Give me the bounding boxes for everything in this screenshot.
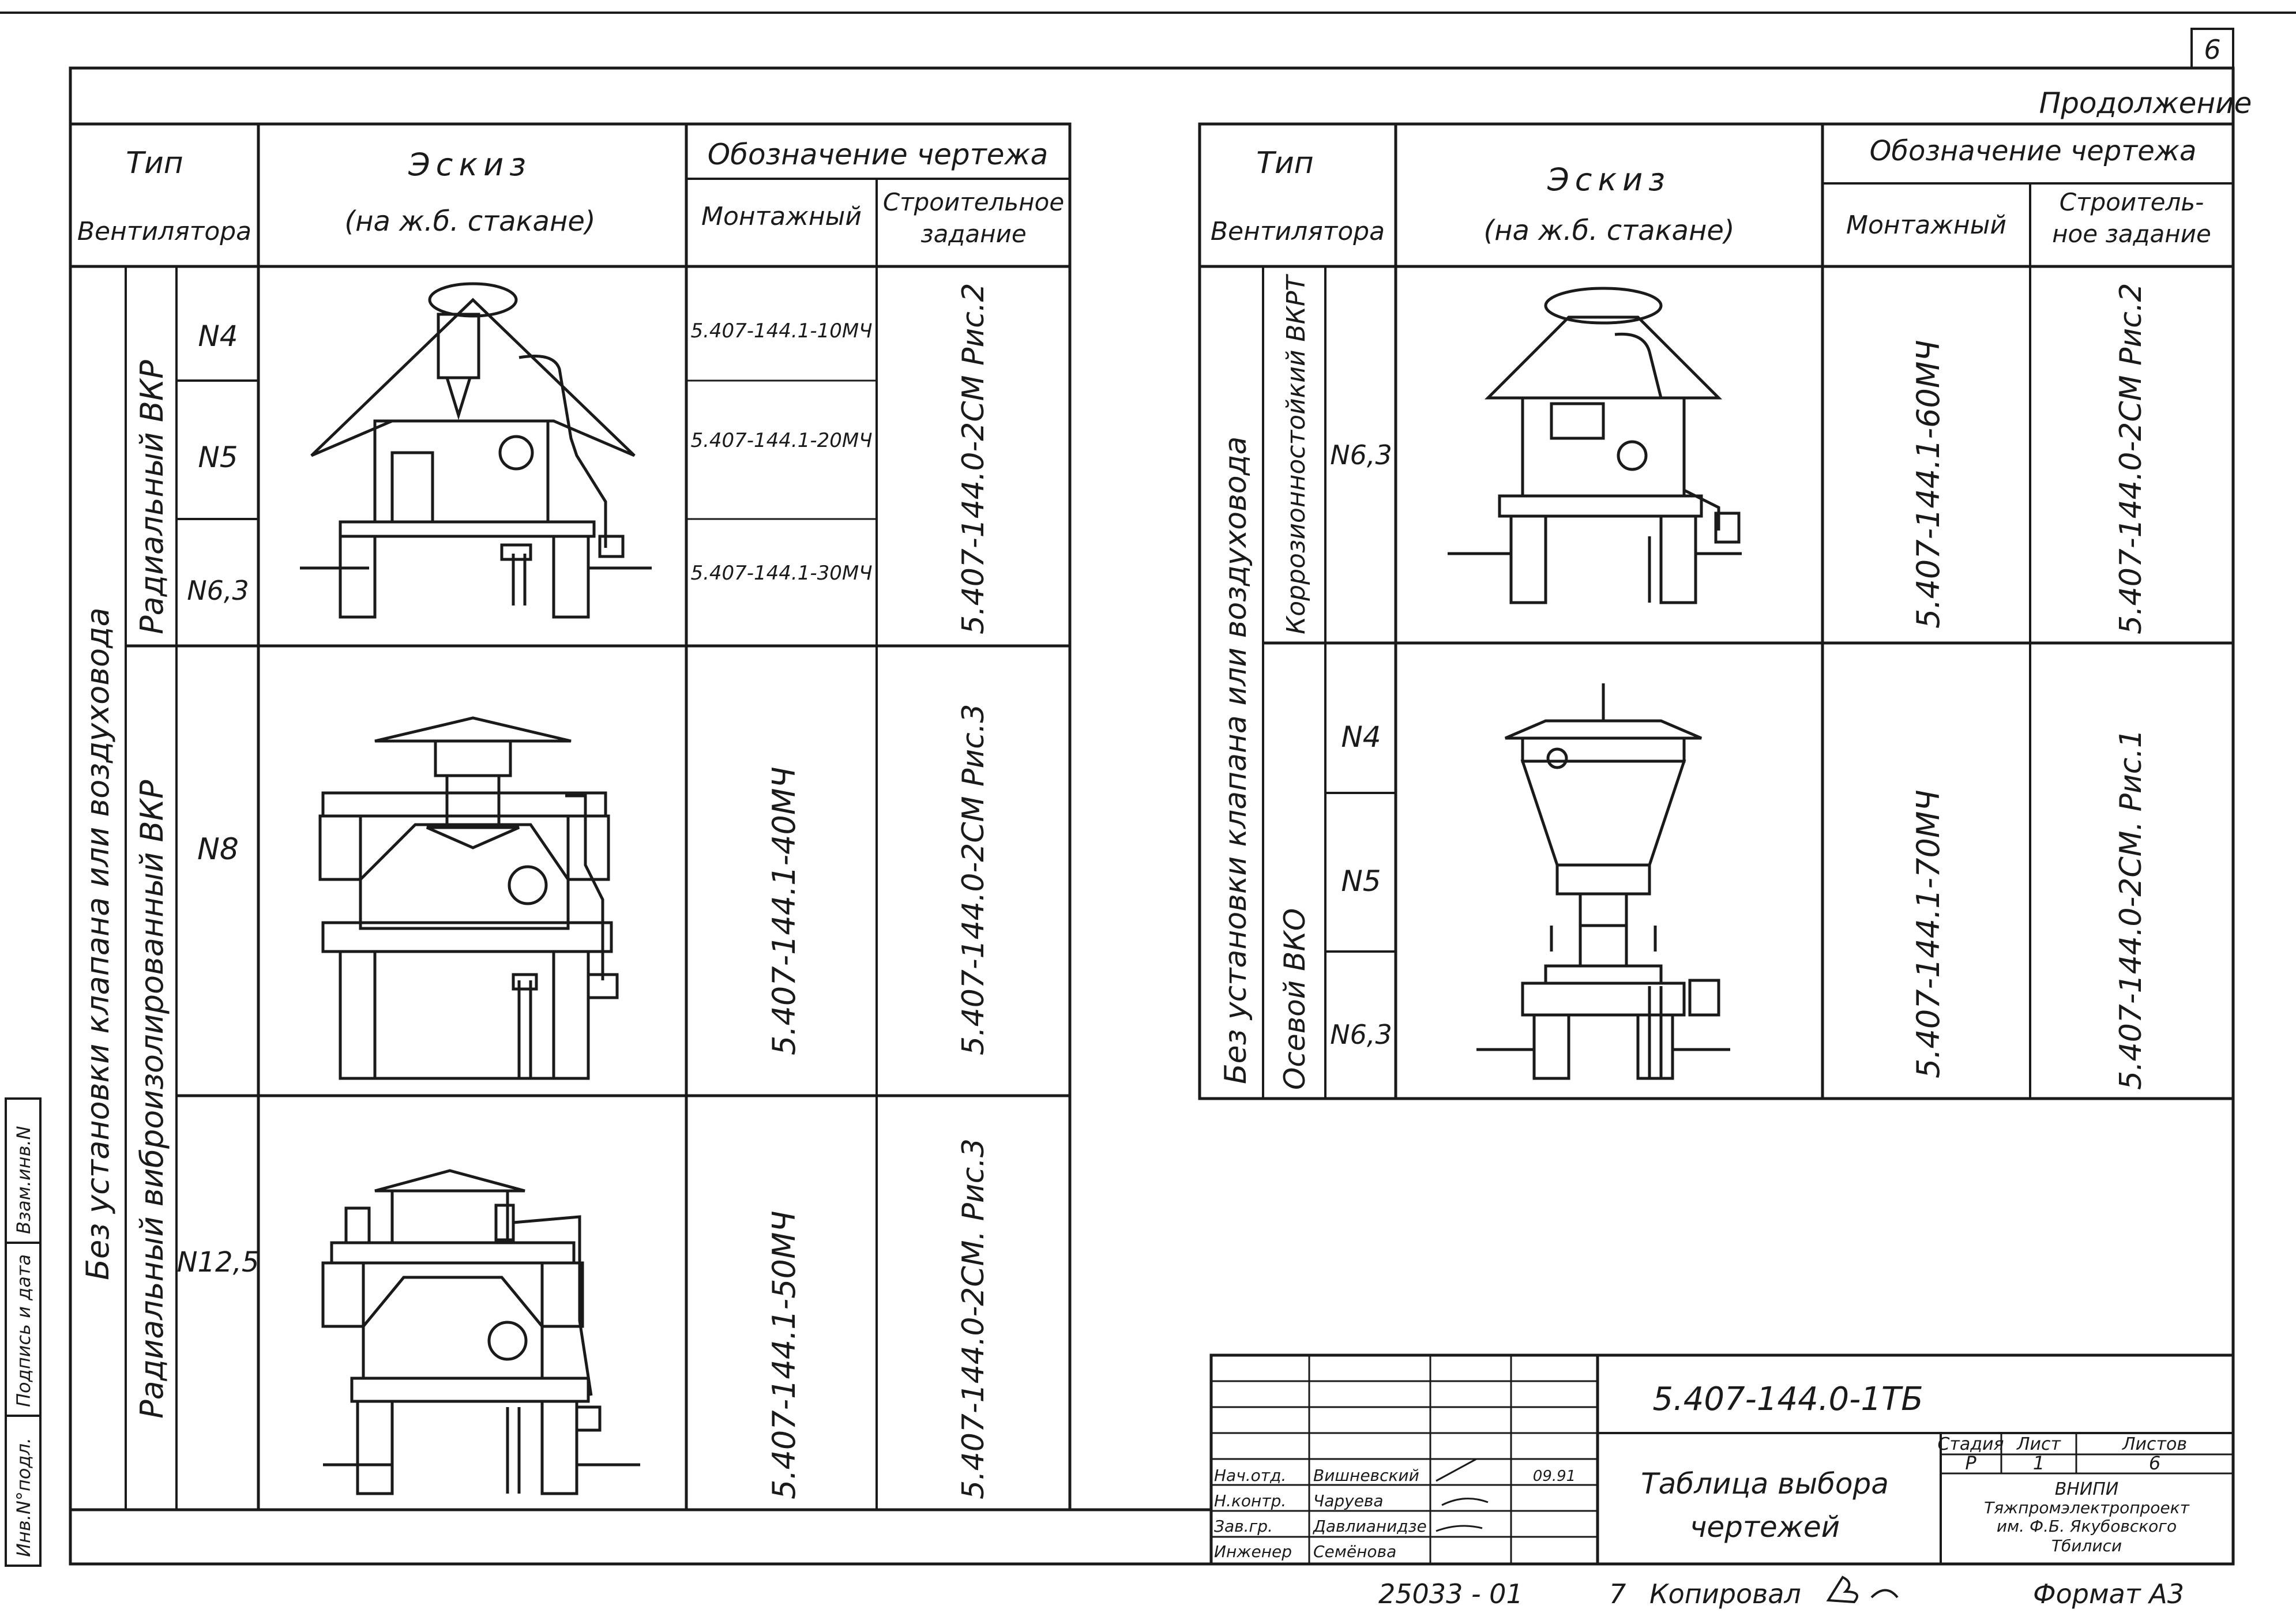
left-kind-radial: Радиальный ВКР <box>134 360 170 634</box>
org-line-2: Тяжпромэлектропроект <box>1984 1498 2189 1517</box>
left-header-construction-2: задание <box>920 220 1026 248</box>
right-header-designation: Обозначение чертежа <box>1870 135 2197 167</box>
sketch-radial-vibro-n125 <box>321 1169 640 1495</box>
side-stamp: Инв.N°подл. Подпись и дата Взам.инв.N <box>5 1097 42 1567</box>
left-header-sketch: Эскиз <box>408 146 532 183</box>
name-1: Вишневский <box>1313 1466 1419 1485</box>
org-line-1: ВНИПИ <box>2055 1479 2119 1499</box>
footer-format: Формат А3 <box>2033 1578 2184 1610</box>
left-mount-3: 5.407-144.1-30МЧ <box>690 562 872 585</box>
right-constr-1: 5.407-144.0-2СМ Рис.2 <box>2114 283 2148 634</box>
right-header-type: Тип <box>1256 146 1314 180</box>
sketch-corrosion-vkrt <box>1448 287 1742 604</box>
right-group-label: Без установки клапана или воздуховода <box>1219 437 1253 1084</box>
sheet-number: 6 <box>2204 34 2220 65</box>
sketch-radial-vkr <box>300 282 652 619</box>
role-2: Н.контр. <box>1214 1491 1286 1510</box>
footer-num: 7 <box>1609 1578 1626 1610</box>
title-line-1: Таблица выбора <box>1641 1467 1889 1501</box>
right-header-sketch-2: (на ж.б. стакане) <box>1483 215 1734 247</box>
right-header-sketch: Эскиз <box>1547 161 1671 198</box>
org-line-4: Тбилиси <box>2051 1536 2122 1555</box>
left-group-label: Без установки клапана или воздуховода <box>80 607 116 1280</box>
left-mount-1: 5.407-144.1-10МЧ <box>690 319 872 343</box>
sheets-label: Листов <box>2122 1434 2187 1454</box>
left-size-n63: N6,3 <box>187 575 249 606</box>
name-4: Семёнова <box>1313 1542 1396 1561</box>
role-4: Инженер <box>1214 1542 1292 1561</box>
name-2: Чаруева <box>1313 1491 1384 1510</box>
sheets-value: 6 <box>2149 1452 2160 1474</box>
right-mount-2: 5.407-144.1-70МЧ <box>1910 790 1946 1078</box>
title-block <box>1209 1353 2235 1566</box>
right-header-construction: Строитель- <box>2060 188 2204 216</box>
name-3: Давлианидзе <box>1312 1517 1427 1536</box>
continuation-label: Продолжение <box>2039 87 2252 120</box>
right-kind-corrosion: Коррозионностойкий ВКРТ <box>1282 274 1311 634</box>
left-table <box>69 122 1072 1511</box>
stamp-inv-label: Инв.N°подл. <box>13 1438 35 1557</box>
right-size-n4: N4 <box>1341 720 1381 754</box>
left-header-type: Тип <box>126 146 183 180</box>
left-size-n8: N8 <box>197 832 239 867</box>
sheet-number-box <box>2190 28 2234 69</box>
left-constr-2: 5.407-144.0-2СМ Рис.3 <box>956 704 991 1055</box>
role-3: Зав.гр. <box>1214 1517 1273 1536</box>
left-size-n4: N4 <box>198 319 238 353</box>
footer-copied: Копировал <box>1649 1578 1801 1610</box>
title-line-2: чертежей <box>1690 1510 1840 1544</box>
sketch-radial-vibro-n8 <box>318 716 619 1080</box>
footer-order: 25033 - 01 <box>1378 1578 1523 1610</box>
right-size-n63-b: N6,3 <box>1330 1019 1392 1050</box>
left-size-n125: N12,5 <box>177 1246 260 1278</box>
right-table <box>1198 122 2235 1100</box>
right-constr-2: 5.407-144.0-2СМ. Рис.1 <box>2114 729 2148 1090</box>
date-value: 09.91 <box>1533 1468 1576 1485</box>
left-mount-4: 5.407-144.1-40МЧ <box>766 767 802 1055</box>
right-mount-1: 5.407-144.1-60МЧ <box>1910 340 1946 629</box>
sheet-label: Лист <box>2016 1434 2062 1454</box>
stage-label: Стадия <box>1937 1434 2004 1454</box>
stamp-replace-label: Взам.инв.N <box>13 1126 35 1234</box>
right-header-mounting: Монтажный <box>1846 210 2006 240</box>
role-1: Нач.отд. <box>1214 1466 1286 1485</box>
left-mount-2: 5.407-144.1-20МЧ <box>690 429 872 452</box>
left-size-n5: N5 <box>198 441 238 474</box>
right-size-n63-a: N6,3 <box>1330 439 1392 471</box>
left-header-designation: Обозначение чертежа <box>708 138 1048 171</box>
sheet-frame <box>0 12 2296 1566</box>
left-header-mounting: Монтажный <box>701 202 862 231</box>
sheet-value: 1 <box>2033 1452 2045 1474</box>
stage-value: Р <box>1965 1452 1976 1474</box>
right-size-n5: N5 <box>1341 864 1381 898</box>
title-code: 5.407-144.0-1ТБ <box>1652 1381 1923 1418</box>
left-constr-3: 5.407-144.0-2СМ. Рис.3 <box>956 1138 991 1499</box>
sketch-axial-vko <box>1476 683 1730 1080</box>
left-constr-1: 5.407-144.0-2СМ Рис.2 <box>956 283 991 634</box>
left-kind-vibro: Радиальный виброизолированный ВКР <box>134 780 170 1419</box>
left-header-type-2: Вентилятора <box>77 217 251 246</box>
stamp-sign-label: Подпись и дата <box>13 1254 35 1407</box>
org-line-3: им. Ф.Б. Якубовского <box>1997 1517 2177 1536</box>
left-header-construction: Строительное <box>883 188 1064 216</box>
left-header-sketch-2: (на ж.б. стакане) <box>344 205 595 238</box>
right-header-type-2: Вентилятора <box>1211 217 1385 246</box>
right-header-construction-2: ное задание <box>2052 220 2211 248</box>
copier-signature <box>1826 1575 1899 1604</box>
left-mount-5: 5.407-144.1-50МЧ <box>766 1211 802 1499</box>
right-kind-axial: Осевой ВКО <box>1278 908 1312 1090</box>
